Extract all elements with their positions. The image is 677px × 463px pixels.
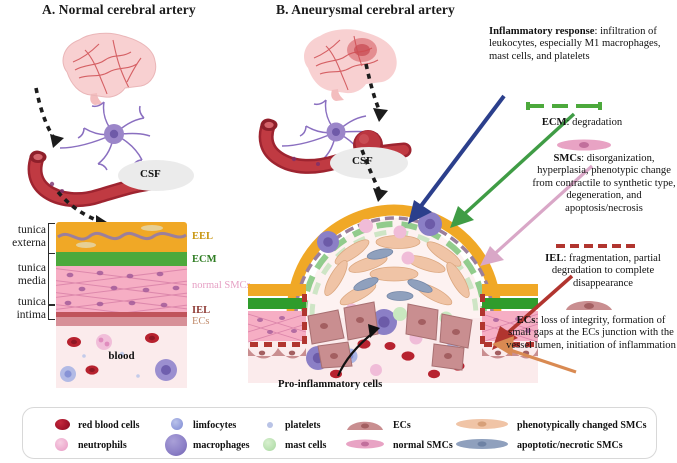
arrow-ecs-loss-integrity [492, 336, 577, 374]
iel-fragmentation-marker [556, 244, 635, 248]
annotation-inflammatory-title: Inflammatory response [489, 26, 595, 37]
annotation-ecs-title: ECs [516, 315, 536, 326]
red-blood-cell-icon [55, 419, 70, 430]
tunica-media-bracket [48, 253, 55, 305]
pro-inflammatory-arrow [336, 324, 380, 377]
annotation-ecs-loss-integrity: ECs: loss of integrity, formation of sma… [506, 315, 676, 352]
csf-label-normal: CSF [140, 168, 161, 180]
ecm-degradation-marker [526, 102, 602, 110]
csf-region-normal [118, 160, 194, 191]
lymphocyte-icon [171, 418, 183, 430]
layer-eel [56, 222, 187, 252]
layer-label-ecm: ECM [192, 254, 217, 265]
aneurysm-dome-cross-section [247, 198, 539, 388]
dashed-arrow-brain-to-artery-normal [34, 87, 64, 148]
annotation-iel-title: IEL [545, 253, 564, 264]
annotation-ecs-sep: : [535, 315, 539, 326]
legend-label-limfocytes: limfocytes [193, 420, 237, 431]
artery-illustration-normal [25, 148, 175, 213]
annotation-ecm-sep: : [566, 117, 570, 128]
platelet-icon [267, 422, 273, 428]
legend-label-mast-cells: mast cells [285, 440, 327, 451]
legend-label-macrophages: macrophages [193, 440, 250, 451]
brain-illustration-normal [55, 28, 165, 106]
mast-cell-icon [263, 438, 276, 451]
tunica-media-line1: tunica [17, 262, 46, 274]
arrow-smcs-changes [480, 164, 594, 266]
arrow-ecm-degradation [450, 112, 576, 228]
smc-marker-icon [557, 139, 611, 151]
brain-illustration-aneurysm [296, 24, 406, 102]
blood-label: blood [108, 350, 135, 362]
tunica-externa-line1: tunica [17, 224, 46, 236]
layer-ecs [56, 317, 187, 329]
layer-smcs [56, 266, 187, 312]
endothelial-cell-icon [347, 421, 383, 430]
apoptotic-smc-icon [456, 439, 508, 449]
tunica-intima-bracket [48, 305, 55, 320]
annotation-inflammatory-body: infiltration of leukocytes, especially M… [489, 26, 661, 62]
layer-label-ecs: ECs [192, 316, 210, 327]
annotation-iel-body: fragmentation, partial degradation to co… [551, 253, 661, 289]
tunica-externa-label: tunica externa [0, 224, 46, 249]
legend-panel: red blood cells limfocytes platelets ECs… [22, 407, 657, 459]
legend-label-ecs: ECs [393, 420, 411, 431]
tunica-externa-line2: externa [12, 236, 46, 249]
layer-ecm [56, 252, 187, 266]
layer-blood: blood [56, 326, 187, 388]
annotation-ecm-title: ECM [541, 117, 567, 128]
legend-label-red-blood-cells: red blood cells [78, 420, 140, 431]
legend-label-platelets: platelets [285, 420, 321, 431]
csf-region-aneurysm [330, 147, 408, 179]
neuron-illustration-normal [52, 90, 182, 185]
annotation-ecm-body: degradation [572, 117, 623, 128]
annotation-smcs-body: disorganization, hyperplasia, phenotypic… [532, 153, 676, 214]
tunica-intima-line1: tunica [17, 296, 46, 308]
annotation-smcs-changes: SMCs: disorganization, hyperplasia, phen… [532, 153, 676, 215]
phenotypic-smc-icon [456, 419, 508, 429]
annotation-smcs-title: SMCs [553, 153, 582, 164]
legend-label-phenotypically-changed-smcs: phenotypically changed SMCs [517, 420, 647, 431]
tunica-intima-label: tunica intima [0, 296, 46, 321]
tunica-media-label: tunica media [0, 262, 46, 287]
tunica-intima-line2: intima [16, 308, 46, 321]
annotation-smcs-sep: : [581, 153, 585, 164]
legend-label-apoptotic-necrotic-smcs: apoptotic/necrotic SMCs [517, 440, 623, 451]
layer-label-eel: EEL [192, 231, 214, 242]
annotation-ecs-body: loss of integrity, formation of small ga… [506, 315, 676, 351]
vessel-wall-cross-section: blood [56, 222, 187, 388]
dashed-arrow-brain-to-aneurysm [364, 63, 388, 122]
normal-smc-icon [346, 439, 384, 449]
layer-label-smcs: normal SMCs [192, 280, 251, 291]
macrophage-icon [165, 434, 187, 456]
annotation-inflammatory-sep: : [594, 26, 598, 37]
tunica-externa-bracket [48, 223, 55, 254]
neutrophil-icon [55, 438, 68, 451]
panel-b-title: B. Aneurysmal cerebral artery [276, 2, 455, 17]
layer-iel [56, 312, 187, 317]
pro-inflammatory-cells-label: Pro-inflammatory cells [278, 379, 383, 390]
annotation-inflammatory-response: Inflammatory response: infiltration of l… [489, 26, 674, 63]
neuron-illustration-aneurysm [278, 92, 398, 181]
layer-label-iel: IEL [192, 305, 211, 316]
legend-label-normal-smcs: normal SMCs [393, 440, 453, 451]
annotation-iel-sep: : [563, 253, 567, 264]
panel-a-title: A. Normal cerebral artery [42, 2, 196, 17]
ecs-marker-icon [566, 301, 612, 310]
annotation-ecm-degradation: ECM: degradation [512, 117, 652, 129]
legend-label-neutrophils: neutrophils [78, 440, 127, 451]
annotation-iel-fragmentation: IEL: fragmentation, partial degradation … [530, 253, 676, 290]
arrow-inflammatory-response [408, 94, 506, 224]
tunica-media-line2: media [17, 274, 46, 287]
dashed-arrow-csf-to-dome [360, 149, 388, 202]
